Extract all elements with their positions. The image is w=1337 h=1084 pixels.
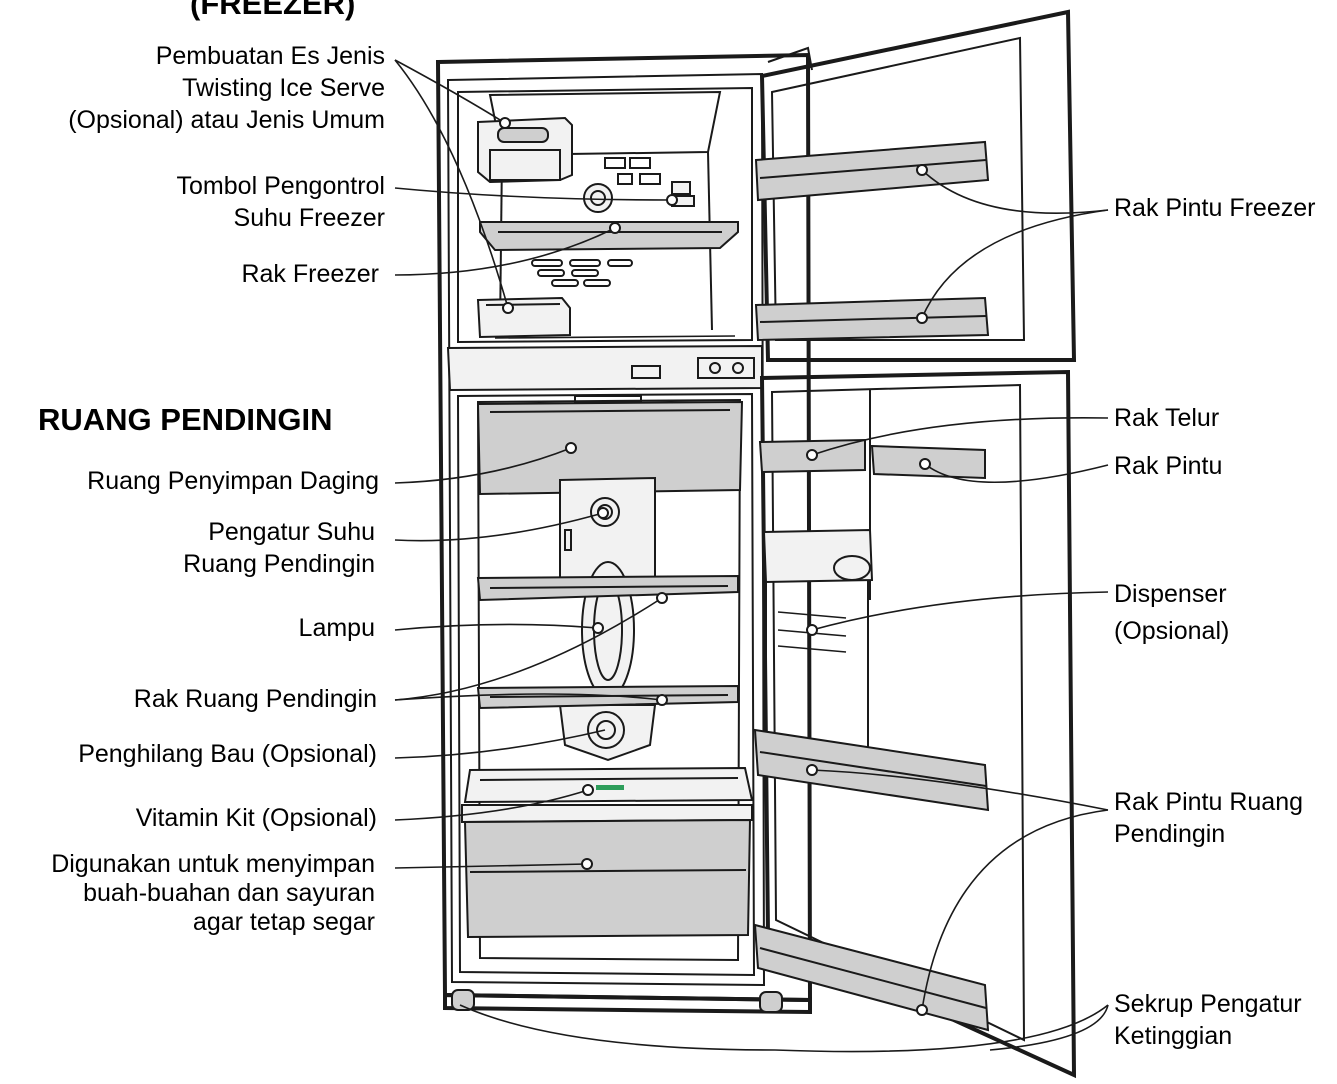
label-freezer-door-shelf: Rak Pintu Freezer [1114,194,1316,222]
cooler-door-shelf-lower [753,923,990,1032]
label-deodorizer: Penghilang Bau (Opsional) [78,740,377,768]
label-freezer-shelf: Rak Freezer [241,260,379,288]
label-door-shelf: Rak Pintu [1114,452,1223,480]
freezer-temp-control [583,157,695,213]
callout-dots [499,117,931,1016]
label-cooler-temp-control: Pengatur Suhu Ruang Pendingin [183,518,375,578]
label-lamp: Lampu [298,614,375,642]
meat-storage [476,395,744,496]
freezer-door-shelf-upper [754,140,990,202]
label-freezer-temp-control: Tombol Pengontrol Suhu Freezer [176,172,385,232]
dispenser-unit [762,528,874,760]
freezer-shelf [479,221,739,252]
cooler-shelf-lower [476,684,739,710]
label-meat-storage: Ruang Penyimpan Daging [87,467,379,495]
label-crisper: Digunakan untuk menyimpan buah-buahan da… [51,850,375,936]
label-vitamin-kit: Vitamin Kit (Opsional) [135,804,377,832]
label-ice-maker: Pembuatan Es Jenis Twisting Ice Serve (O… [68,42,385,134]
label-cooler-door-shelf: Rak Pintu Ruang Pendingin [1114,788,1304,848]
freezer-door [754,9,1077,362]
cooler-door [753,369,1077,1079]
label-egg-tray: Rak Telur [1114,404,1220,432]
cooler-shelf-upper [476,574,739,602]
freezer-compartment [457,86,753,344]
leader-lines [394,59,1109,1053]
ice-maker [477,116,573,184]
crisper-drawer [461,804,753,939]
cabinet-body [435,52,813,1015]
label-leveling-screw: Sekrup Pengatur Ketinggian [1114,990,1302,1050]
cooler-heading: RUANG PENDINGIN [38,402,333,437]
cooler-compartment [456,392,756,977]
label-cooler-shelf: Rak Ruang Pendingin [133,685,377,713]
freezer-door-shelf-lower [754,296,990,342]
freezer-vents [531,259,633,287]
freezer-heading: (FREEZER) [190,0,356,21]
cooler-door-shelf-upper [753,728,990,812]
label-dispenser: Dispenser (Opsional) [1114,580,1230,645]
vitamin-kit-tray [463,766,754,804]
